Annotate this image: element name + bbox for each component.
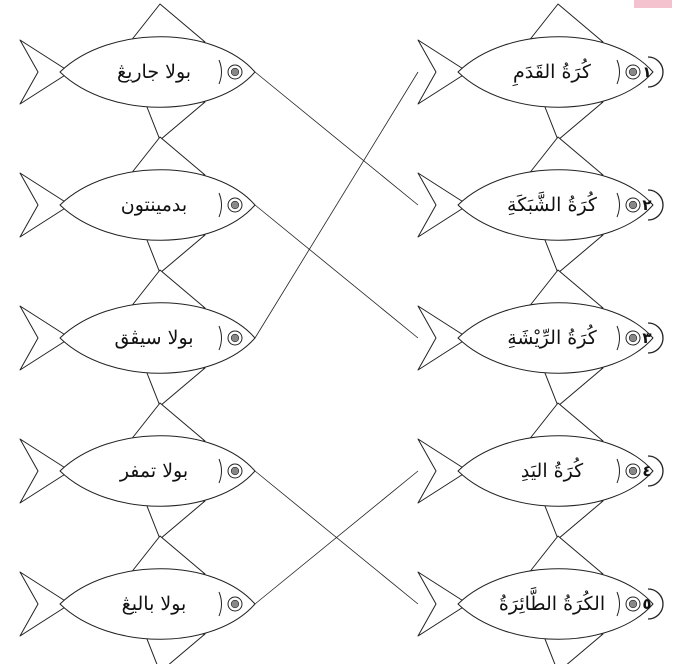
tail-fin: [19, 571, 71, 637]
top-fin: [527, 402, 604, 442]
top-fin: [527, 535, 604, 575]
fish-body: [59, 36, 256, 108]
fish-eye-icon: [625, 596, 641, 612]
fish-body: [457, 435, 654, 507]
fish-eye-icon: [227, 197, 243, 213]
bottom-fin: [144, 367, 206, 407]
number-label: ١: [642, 63, 651, 81]
number-label: ٣: [642, 329, 651, 347]
bottom-fin: [144, 101, 206, 141]
gill-line: [218, 192, 222, 218]
top-fin: [527, 269, 604, 309]
fish-label: بولا جاريڠ: [117, 61, 191, 83]
fish-eye-icon: [625, 330, 641, 346]
top-fin: [129, 402, 206, 442]
top-fin: [129, 136, 206, 176]
tail-fin: [19, 39, 71, 105]
left-fish-4: بولا تمفر: [19, 402, 256, 540]
fish-eye-icon: [227, 64, 243, 80]
fish-body: [59, 302, 256, 374]
left-fish-5: بولا باليڠ: [19, 535, 256, 664]
fish-eye-icon: [227, 463, 243, 479]
fish-body: [457, 568, 654, 640]
right-fish-3: كُرَةُ الرِّيْشَةِ ٣: [417, 269, 664, 407]
bottom-fin: [542, 500, 604, 540]
left-fish-3: بولا سيڤق: [19, 269, 256, 407]
right-fish-2: كُرَةُ الشَّبَكَةِ ٢: [417, 136, 664, 274]
number-label: ٢: [642, 196, 651, 214]
fish-label: كُرَةُ اليَدِ: [521, 457, 584, 482]
fish-body: [457, 302, 654, 374]
number-badge: ٤: [642, 455, 664, 487]
fish-label: بولا باليڠ: [122, 593, 187, 615]
tail-fin: [19, 438, 71, 504]
fish-body: [457, 36, 654, 108]
bottom-fin: [542, 367, 604, 407]
tail-fin: [19, 172, 71, 238]
gill-line: [616, 325, 620, 351]
bottom-fin: [542, 101, 604, 141]
tail-fin: [417, 571, 469, 637]
top-fin: [527, 136, 604, 176]
fish-eye-icon: [625, 64, 641, 80]
fish-eye-icon: [625, 463, 641, 479]
top-fin: [527, 3, 604, 43]
fish-eye-icon: [227, 596, 243, 612]
bottom-fin: [144, 500, 206, 540]
number-badge: ٢: [642, 189, 664, 221]
top-fin: [129, 269, 206, 309]
match-line-1: [254, 71, 419, 339]
fish-body: [457, 169, 654, 241]
right-fish-1: كُرَةُ القَدَمِ ١: [417, 3, 664, 141]
match-line-2: [254, 71, 419, 206]
gill-line: [218, 59, 222, 85]
bottom-fin: [144, 234, 206, 274]
fish-body: [59, 435, 256, 507]
right-fish-4: كُرَةُ اليَدِ ٤: [417, 402, 664, 540]
gill-line: [616, 458, 620, 484]
left-fish-1: بولا جاريڠ: [19, 3, 256, 141]
pink-accent-bar: [634, 0, 672, 8]
gill-line: [616, 192, 620, 218]
fish-eye-icon: [625, 197, 641, 213]
tail-fin: [417, 305, 469, 371]
number-badge: ٣: [642, 322, 664, 354]
fish-label: كُرَةُ الرِّيْشَةِ: [507, 324, 597, 349]
fish-label: بولا تمفر: [119, 460, 188, 482]
gill-line: [218, 325, 222, 351]
fish-eye-icon: [227, 330, 243, 346]
number-label: ٤: [642, 462, 651, 480]
left-fish-2: بدمينتون: [19, 136, 256, 274]
bottom-fin: [542, 234, 604, 274]
gill-line: [616, 59, 620, 85]
fish-body: [59, 568, 256, 640]
fish-label: بدمينتون: [121, 194, 187, 216]
tail-fin: [19, 305, 71, 371]
match-line-5: [254, 470, 419, 605]
number-badge: ١: [642, 56, 664, 88]
number-label: ٥: [642, 595, 651, 613]
fish-label: كُرَةُ القَدَمِ: [513, 58, 592, 87]
number-badge: ٥: [642, 588, 664, 620]
tail-fin: [417, 172, 469, 238]
tail-fin: [417, 438, 469, 504]
fish-body: [59, 169, 256, 241]
match-line-3: [254, 204, 419, 339]
gill-line: [218, 458, 222, 484]
tail-fin: [417, 39, 469, 105]
right-fish-5: الكُرَةُ الطَّائِرَةُ٥: [417, 535, 664, 664]
fish-label: بولا سيڤق: [114, 327, 193, 349]
top-fin: [129, 3, 206, 43]
gill-line: [616, 591, 620, 617]
gill-line: [218, 591, 222, 617]
fish-label: كُرَةُ الشَّبَكَةِ: [507, 191, 598, 216]
top-fin: [129, 535, 206, 575]
